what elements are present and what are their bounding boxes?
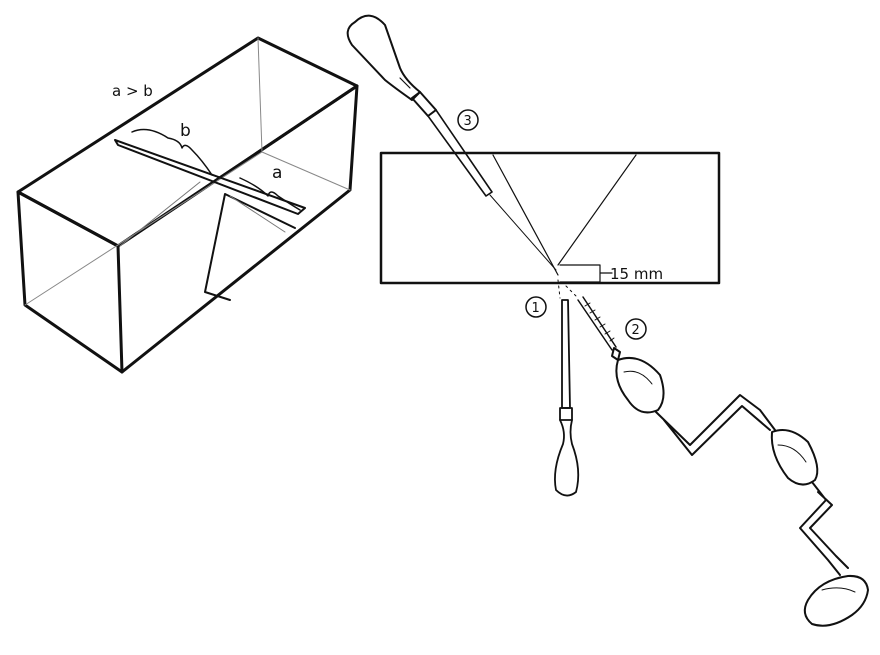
drill-chuck: [611, 347, 621, 361]
wood-cross-section: [379, 151, 721, 285]
gouge-icon: [346, 14, 557, 271]
block-front-face: [16, 190, 124, 374]
depth-label: 15 mm: [610, 265, 663, 283]
section-notch: [559, 264, 613, 283]
drill-bit-thread: [584, 302, 615, 342]
drill-bit: [577, 296, 617, 351]
step-3-label: 3: [464, 114, 472, 129]
gouge-blade: [427, 109, 493, 197]
section-rectangle: [379, 151, 721, 285]
step-2-circle: [625, 318, 647, 340]
step-3-circle: [457, 109, 479, 131]
chisel-blade: [561, 299, 571, 409]
v-cut: [204, 193, 296, 301]
hand-drill-icon: [565, 285, 869, 627]
chisel-icon: [554, 279, 580, 497]
drill-guide: [565, 285, 579, 299]
dim-a-label: a: [272, 163, 282, 183]
ratio-label: a > b: [112, 82, 153, 100]
step-1-circle: [525, 296, 547, 318]
drill-body: [615, 356, 665, 414]
chisel-handle: [554, 419, 580, 497]
step-2-label: 2: [632, 323, 640, 338]
block-right-face: [116, 84, 359, 374]
wood-block-3d: [16, 36, 359, 374]
drill-crank: [655, 394, 776, 456]
brace-b: [131, 128, 213, 176]
chisel-ferrule: [559, 407, 573, 421]
drill-pommel: [803, 574, 869, 627]
drill-grip: [770, 429, 819, 486]
section-v-lines: [492, 154, 637, 276]
slot-cut: [114, 139, 306, 215]
step-1-label: 1: [532, 301, 540, 316]
brace-a: [239, 177, 301, 211]
gouge-cut-line: [489, 194, 557, 271]
slot-inner: [119, 181, 286, 247]
block-top-face: [16, 36, 359, 248]
drill-lower-arm: [799, 481, 849, 576]
dim-b-label: b: [180, 121, 191, 141]
